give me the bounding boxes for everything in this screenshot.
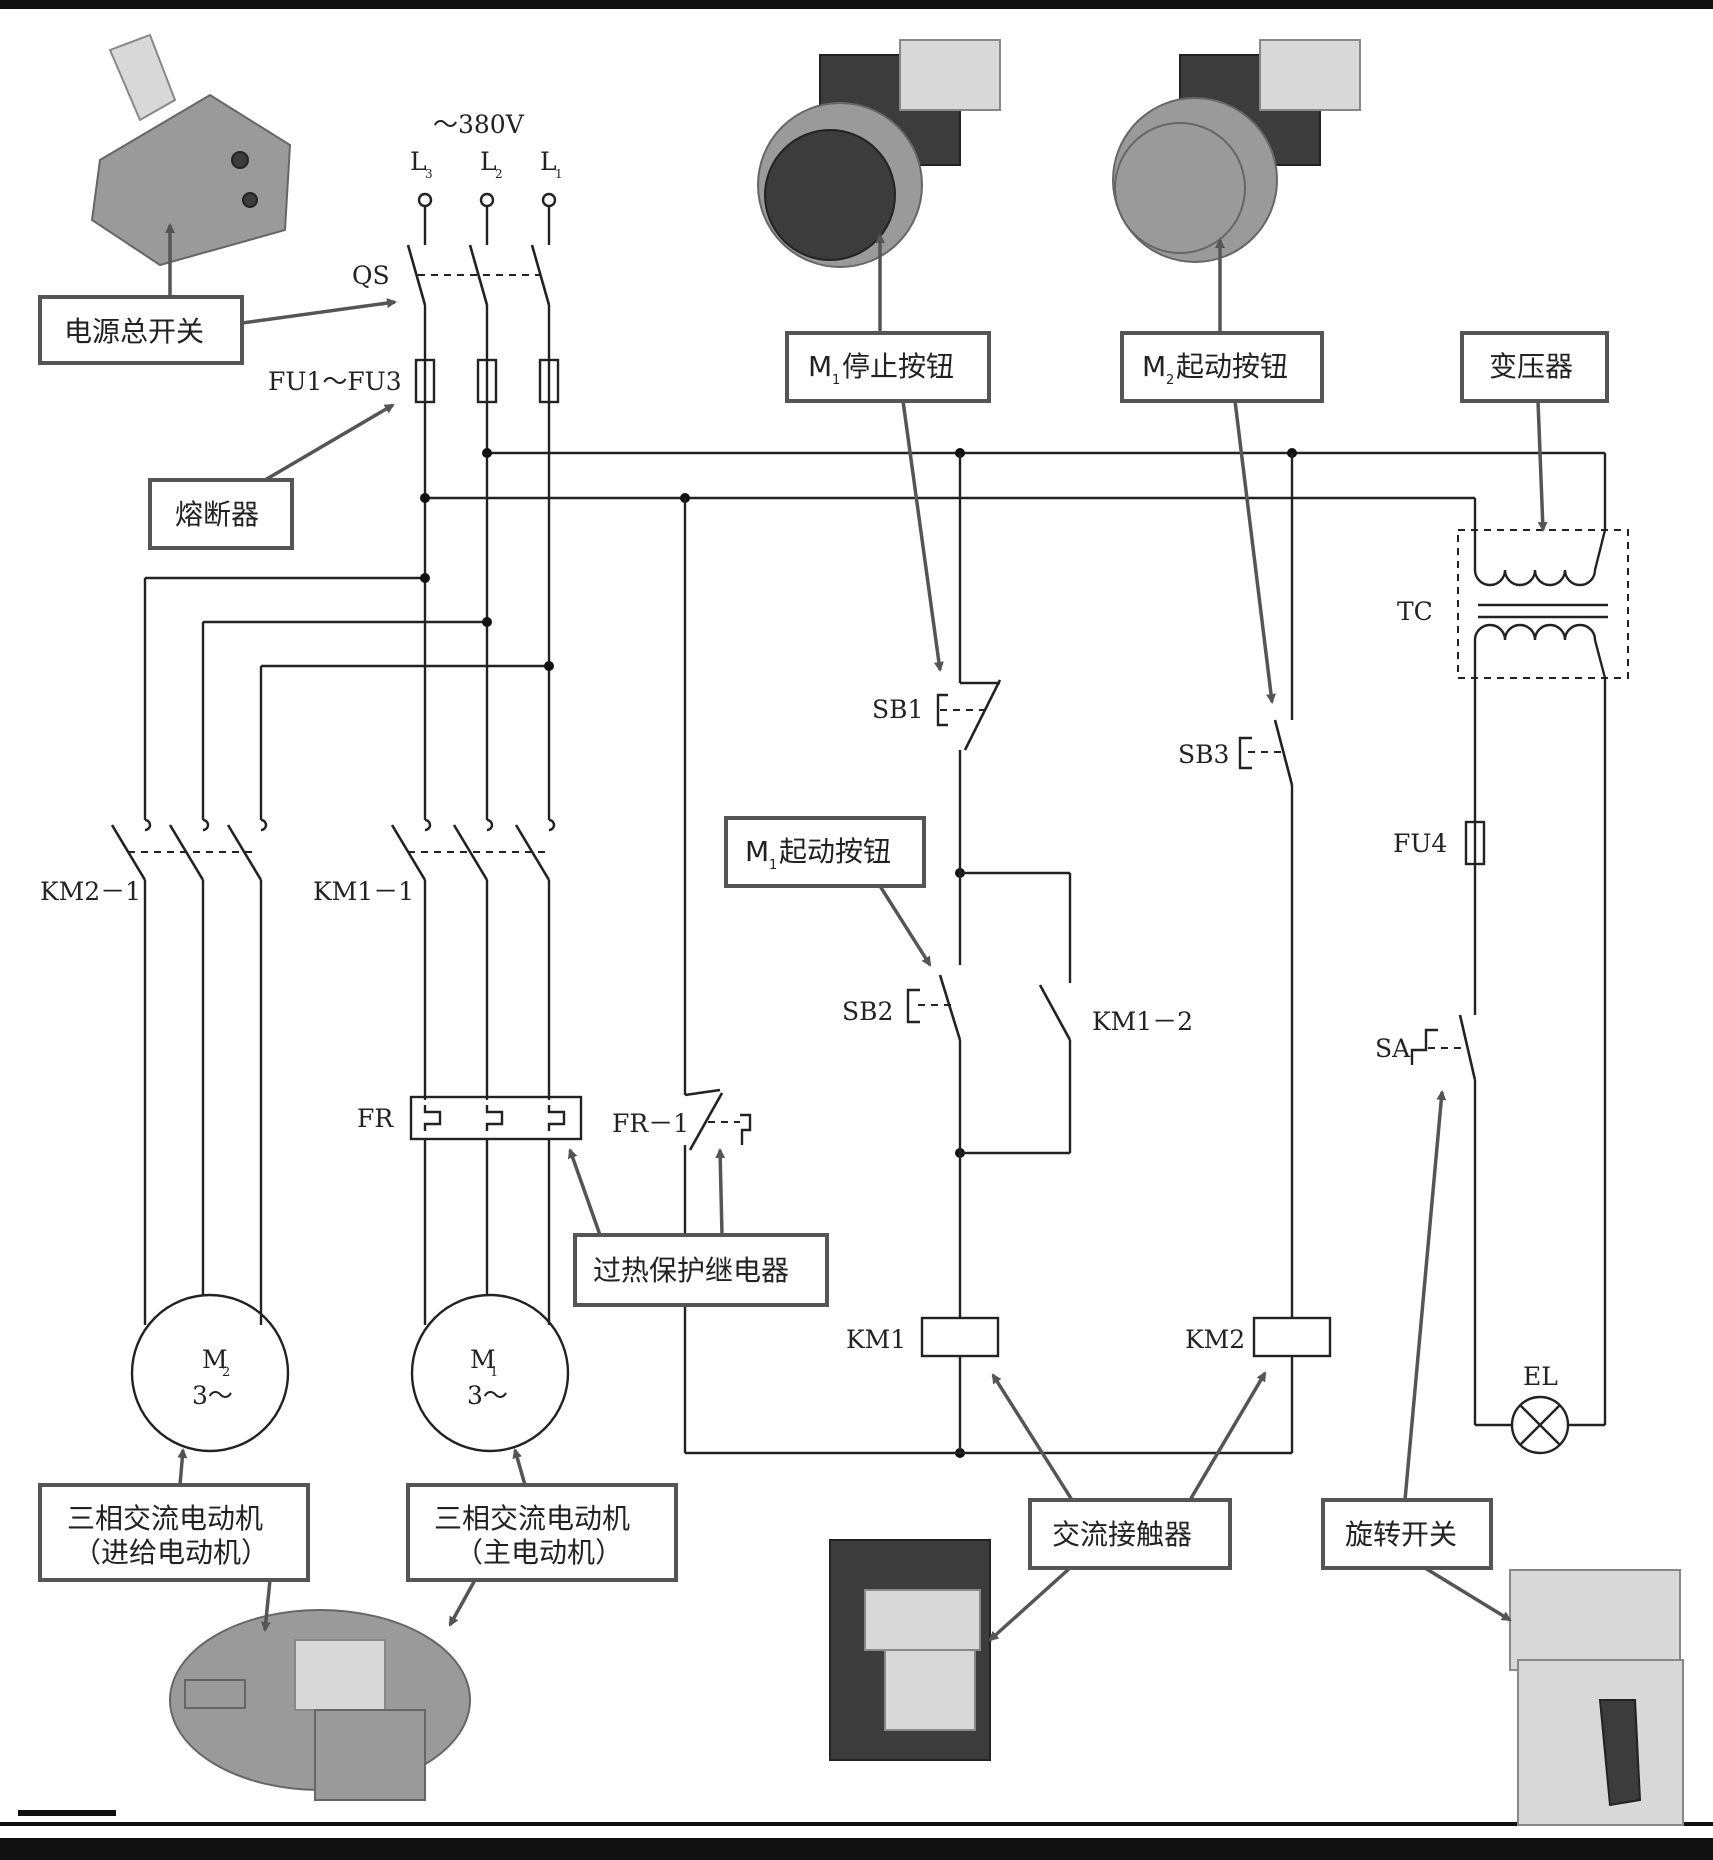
m1-subscript: 1	[490, 1365, 498, 1380]
callout-m1-start-sub: 1	[769, 858, 777, 873]
callout-m2-start-sub: 2	[1166, 373, 1174, 388]
fuses-fu1-fu3	[414, 358, 560, 404]
sa-label: SA	[1375, 1034, 1411, 1063]
km2-1-contacts	[110, 818, 268, 1325]
callout-contactor: 交流接触器	[1028, 1498, 1232, 1570]
callout-main-switch: 电源总开关	[38, 295, 244, 365]
start-button-photo	[1112, 39, 1361, 263]
el-label: EL	[1523, 1362, 1558, 1391]
rotary-switch-photo	[1509, 1569, 1684, 1826]
callout-m1-start-text: 起动按钮	[779, 835, 891, 868]
km1-1-contacts	[390, 818, 556, 1100]
top-border	[0, 0, 1713, 9]
tc-label: TC	[1397, 597, 1433, 626]
callout-motor-feed-line1: 三相交流电动机	[67, 1502, 263, 1535]
callout-m1-stop-text: 停止按钮	[842, 350, 954, 383]
motor-m1: M 1 3～	[410, 1293, 570, 1453]
callout-fuse: 熔断器	[148, 478, 294, 550]
sb2-label: SB2	[842, 997, 893, 1026]
supply-terminals	[417, 192, 557, 245]
sb1-label: SB1	[872, 695, 923, 724]
callout-motor-feed-line2: （进给电动机）	[73, 1536, 269, 1569]
callout-m1-stop: M 1 停止按钮	[785, 331, 991, 403]
l3-sub: 3	[425, 167, 433, 181]
callout-rotary-switch-text: 旋转开关	[1345, 1518, 1457, 1551]
callout-m1-start-prefix: M	[745, 835, 769, 868]
bottom-border	[0, 1838, 1713, 1860]
motor-m2: M 2 3～	[130, 1293, 290, 1453]
contactor-photo	[829, 1539, 991, 1761]
callout-main-switch-text: 电源总开关	[64, 315, 204, 348]
corner-mark	[18, 1810, 116, 1816]
fuses-label: FU1～FU3	[268, 367, 402, 396]
callout-transformer: 变压器	[1460, 331, 1609, 403]
callout-m2-start: M 2 起动按钮	[1120, 331, 1324, 403]
callout-contactor-text: 交流接触器	[1052, 1518, 1192, 1551]
m2-subscript: 2	[222, 1365, 230, 1380]
l1-label: L	[540, 147, 557, 176]
km1-2-label: KM1－2	[1092, 1007, 1193, 1036]
callout-overheat-relay-text: 过热保护继电器	[593, 1254, 789, 1287]
callout-m1-stop-prefix: M	[808, 350, 832, 383]
l2-label: L	[480, 147, 497, 176]
km2-1-label: KM2－1	[40, 877, 141, 906]
km1-branch	[906, 453, 1072, 1453]
callout-m2-start-prefix: M	[1142, 350, 1166, 383]
m1-phase: 3～	[467, 1381, 508, 1410]
transformer-tc	[1457, 529, 1629, 679]
callout-motor-feed: 三相交流电动机 （进给电动机）	[38, 1483, 310, 1582]
sb3-label: SB3	[1178, 740, 1229, 769]
bottom-border-thin	[0, 1822, 1713, 1826]
qs-label: QS	[352, 261, 390, 290]
m1-label: M	[470, 1345, 496, 1374]
callout-m1-stop-sub: 1	[832, 373, 840, 388]
knife-switch-photo	[90, 33, 292, 267]
l3-label: L	[410, 147, 427, 176]
qs-main-switch	[406, 244, 551, 360]
km2-coil-label: KM2	[1185, 1325, 1245, 1354]
supply-voltage: ～380V	[433, 110, 525, 139]
m2-phase: 3～	[192, 1381, 233, 1410]
callout-overheat-relay: 过热保护继电器	[573, 1233, 829, 1307]
callout-transformer-text: 变压器	[1489, 350, 1573, 383]
callout-motor-main-line2: （主电动机）	[455, 1536, 623, 1569]
callout-rotary-switch: 旋转开关	[1321, 1498, 1493, 1570]
km1-1-label: KM1－1	[313, 877, 414, 906]
callout-fuse-text: 熔断器	[175, 498, 259, 531]
km2-branch	[1238, 453, 1332, 1453]
callout-motor-main-line1: 三相交流电动机	[434, 1502, 630, 1535]
fr-thermal-relay	[409, 1095, 583, 1325]
l1-sub: 1	[555, 167, 563, 181]
callout-motor-main: 三相交流电动机 （主电动机）	[406, 1483, 678, 1582]
motor-photo	[169, 1609, 471, 1801]
fu4-label: FU4	[1393, 829, 1447, 858]
km1-coil-label: KM1	[846, 1325, 906, 1354]
callout-arrows	[165, 223, 1548, 1642]
fr-label: FR	[357, 1104, 394, 1133]
stop-button-photo	[757, 39, 1001, 268]
junction-dots	[420, 448, 1297, 1458]
callout-m1-start: M 1 起动按钮	[724, 816, 926, 888]
callout-m2-start-text: 起动按钮	[1176, 350, 1288, 383]
m2-label: M	[202, 1345, 228, 1374]
lamp-circuit	[1410, 678, 1607, 1455]
fr-1-contact	[683, 498, 1292, 1455]
l2-sub: 2	[495, 167, 503, 181]
fr-1-label: FR－1	[612, 1109, 689, 1138]
